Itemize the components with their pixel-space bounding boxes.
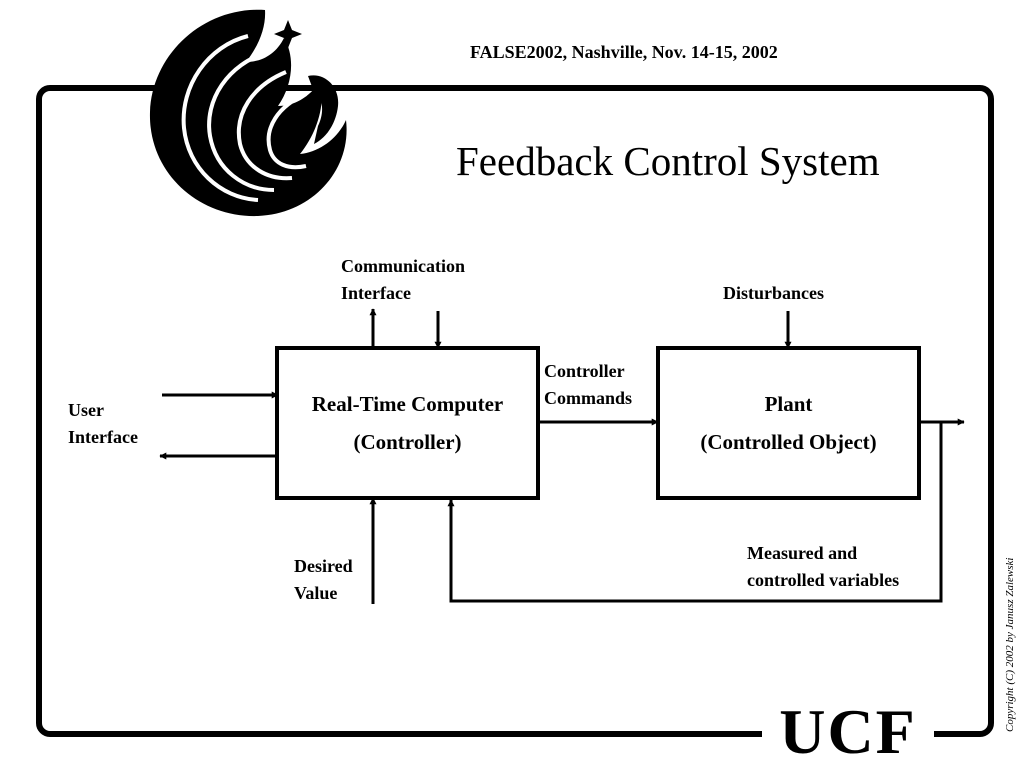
disturbances-label: Disturbances	[723, 283, 825, 303]
communication-interface-label: Communication Interface	[341, 256, 466, 303]
plant-subtitle: (Controlled Object)	[700, 430, 877, 454]
copyright-notice: Copyright (C) 2002 by Janusz Zalewski	[1004, 557, 1016, 732]
controller-title: Real-Time Computer	[311, 392, 504, 416]
feedback-path	[447, 422, 943, 603]
slide-title: Feedback Control System	[456, 138, 880, 184]
controller-subtitle: (Controller)	[353, 430, 462, 454]
conference-header: FALSE2002, Nashville, Nov. 14-15, 2002	[470, 42, 778, 62]
controller-block: Real-Time Computer (Controller)	[275, 346, 540, 500]
measured-variables-label: Measured and controlled variables	[747, 543, 900, 590]
desired-value-label: Desired Value	[294, 556, 353, 603]
plant-title: Plant	[764, 392, 813, 416]
user-interface-label: User Interface	[68, 400, 138, 447]
ucf-logo: UCF	[762, 696, 934, 768]
slide-frame	[36, 85, 994, 737]
plant-block: Plant (Controlled Object)	[656, 346, 921, 500]
pegasus-logo-icon	[149, 9, 347, 217]
controller-commands-label: Controller Commands	[544, 361, 633, 408]
